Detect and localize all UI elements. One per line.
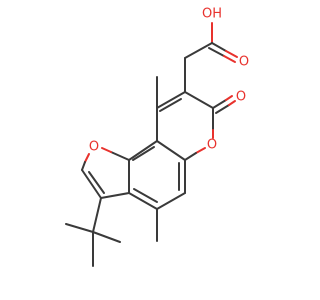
bond-c4a-c3a-double bbox=[133, 188, 158, 203]
bond-c2-c3-double bbox=[88, 171, 105, 194]
bond-ch2-cooh bbox=[184, 42, 213, 59]
bond-c9a-c9b bbox=[128, 140, 158, 161]
bond-c8-c9 bbox=[156, 91, 186, 109]
bond-c7-carbonyl bbox=[212, 99, 227, 109]
bond-c7-carbonyl-2 bbox=[215, 104, 230, 114]
atom-label-furan-o: O bbox=[89, 140, 99, 155]
atom-label-lactone-carbonyl-o: O bbox=[236, 90, 246, 105]
atom-label-acid-carbonyl-o: O bbox=[239, 55, 249, 70]
bond-c-o-double-b bbox=[208, 47, 225, 57]
bond-c9b-ofuran-o bbox=[101, 147, 112, 153]
molecule-structure: OH O O O O bbox=[65, 7, 249, 267]
bond-c5-c4a bbox=[156, 192, 186, 210]
bond-tbu-me2 bbox=[92, 231, 121, 243]
bond-c7-carbonyl-o bbox=[225, 95, 233, 101]
bond-c4a-c3a bbox=[128, 192, 158, 210]
bond-c-o-double-b-o bbox=[223, 55, 236, 63]
bond-c9a-c9b-double bbox=[132, 146, 155, 161]
bond-ofuran-c2-o bbox=[84, 153, 90, 163]
bond-c-o-double-a bbox=[225, 50, 238, 58]
molecule-canvas: OH O O O O bbox=[65, 6, 250, 267]
bond-c9b-ofuran bbox=[110, 151, 130, 161]
bond-cooh-co bbox=[211, 42, 227, 52]
bond-c3-tbu bbox=[92, 197, 102, 233]
bond-tbu-me1 bbox=[65, 223, 94, 233]
bond-ofuran-c2 bbox=[81, 161, 86, 171]
bond-oring-c8a-o bbox=[195, 147, 206, 154]
bond-c2-c3 bbox=[81, 169, 102, 199]
atom-label-hydroxyl: OH bbox=[202, 7, 222, 22]
bond-oring-c8a bbox=[184, 152, 197, 161]
bond-c3-c3a bbox=[100, 192, 130, 199]
bond-c8-c7 bbox=[184, 91, 214, 109]
atom-label-lactone-ring-o: O bbox=[207, 138, 217, 153]
bond-c7-carbonyl-2-o bbox=[228, 100, 236, 106]
bond-c9a-c4b bbox=[156, 140, 186, 161]
bond-c8-c9-double bbox=[159, 98, 182, 112]
